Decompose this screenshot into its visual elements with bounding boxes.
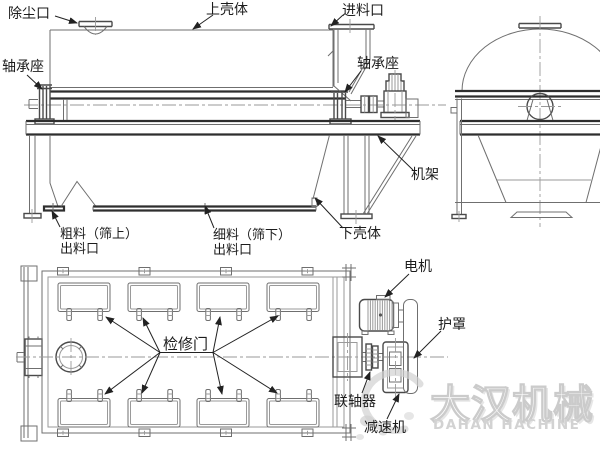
inspection-door [266, 282, 320, 321]
label-coarse-outlet: 粗料（筛上）出料口 [60, 227, 139, 257]
upper-shell-outline [49, 29, 334, 91]
feed-inlet-chute [327, 19, 375, 102]
end-beam [459, 119, 600, 136]
inspection-door [196, 282, 250, 321]
frame-brace [362, 135, 417, 215]
end-view [450, 16, 600, 227]
inspection-door [266, 389, 320, 428]
label-bearing-seat-left: 轴承座 [2, 59, 44, 75]
plan-left-cap-bottom [20, 425, 38, 442]
label-guard: 护罩 [438, 317, 466, 333]
plan-drive-bearing [332, 333, 363, 381]
plan-body-inner [47, 276, 345, 428]
drum-band [50, 90, 346, 100]
plan-view [16, 264, 448, 442]
watermark-chinese: 大汉机械 [429, 381, 594, 428]
label-inspection-door: 检修门 [163, 335, 209, 353]
frame-leg-right [340, 135, 373, 225]
plan-reducer [382, 338, 409, 397]
plan-body-outer [41, 270, 351, 434]
plan-right-cap-bottom [342, 424, 356, 441]
end-support-left [450, 98, 467, 222]
drive-shaft-side [346, 95, 384, 114]
plan-guard [403, 299, 418, 394]
inspection-door [127, 389, 181, 428]
lower-shell-hopper [42, 134, 330, 215]
inspection-door [196, 389, 250, 428]
plan-coupling [365, 343, 379, 371]
label-dust-port: 除尘口 [8, 6, 50, 22]
end-bearing [518, 92, 562, 121]
label-coupling: 联轴器 [334, 394, 376, 410]
label-upper-shell: 上壳体 [206, 2, 248, 18]
inspection-door [127, 282, 181, 321]
label-reducer: 减速机 [364, 420, 406, 436]
end-hopper [455, 134, 600, 218]
frame-leg-left [23, 135, 42, 224]
label-motor: 电机 [404, 259, 432, 275]
watermark-english: DAHAN HACHINE [433, 417, 581, 433]
side-view [23, 17, 446, 225]
label-fine-outlet: 细料（筛下）出料口 [213, 228, 292, 258]
frame-beam [25, 119, 421, 136]
plan-right-cap-top [342, 264, 356, 281]
label-feed-inlet: 进料口 [342, 3, 384, 19]
label-frame: 机架 [411, 167, 439, 183]
plan-left-cap-top [20, 265, 38, 282]
watermark-logo-swirl [356, 369, 424, 440]
end-band [455, 89, 600, 98]
label-lower-shell: 下壳体 [339, 226, 381, 242]
drive-motor-side [380, 70, 419, 121]
plan-motor [358, 295, 404, 335]
dome-arc [461, 28, 600, 92]
inspection-door [57, 282, 111, 321]
leader-lines [26, 14, 442, 420]
dust-port [78, 17, 113, 35]
label-bearing-seat-right: 轴承座 [357, 56, 399, 72]
bearing-seat-left [28, 84, 55, 125]
inspection-door [57, 389, 111, 428]
drum-end-support [63, 99, 68, 121]
